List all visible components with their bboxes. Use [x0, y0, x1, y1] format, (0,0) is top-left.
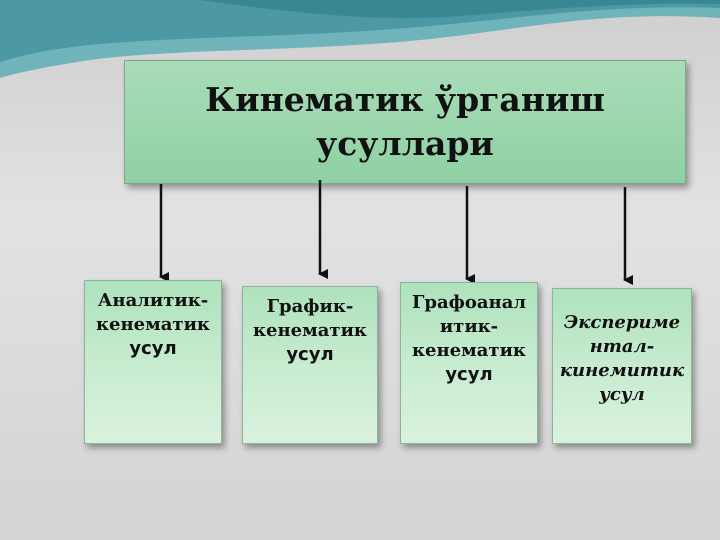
method-3-line-4: усул — [445, 364, 493, 385]
method-1-line-2: кенематик — [96, 314, 210, 335]
method-4-line-4: усул — [599, 384, 645, 405]
method-box-graphic: График- кенематик усул — [242, 286, 378, 444]
method-box-experimental: Экспериме нтал- кинемитик усул — [552, 288, 692, 444]
method-box-analytic: Аналитик- кенематик усул — [84, 280, 222, 444]
title-box: Кинематик ўрганиш усуллари — [124, 60, 686, 184]
method-2-line-1: График- — [266, 296, 354, 317]
title-line-1: Кинематик ўрганиш — [205, 80, 605, 119]
method-4-line-2: нтал- — [589, 336, 655, 357]
method-2-line-2: кенематик — [253, 320, 367, 341]
method-1-line-1: Аналитик- — [97, 290, 209, 311]
title-text: Кинематик ўрганиш усуллари — [195, 78, 615, 166]
title-line-2: усуллари — [316, 124, 494, 163]
method-1-line-3: усул — [129, 338, 177, 359]
method-4-line-1: Экспериме — [563, 312, 681, 333]
decorative-wave — [0, 0, 720, 78]
method-4-line-3: кинемитик — [559, 360, 685, 381]
method-2-line-3: усул — [286, 344, 334, 365]
method-3-line-3: кенематик — [412, 340, 526, 361]
method-box-graphoanalytic: Графоанал итик- кенематик усул — [400, 282, 538, 444]
method-3-line-2: итик- — [439, 316, 499, 337]
method-3-line-1: Графоанал — [411, 292, 527, 313]
